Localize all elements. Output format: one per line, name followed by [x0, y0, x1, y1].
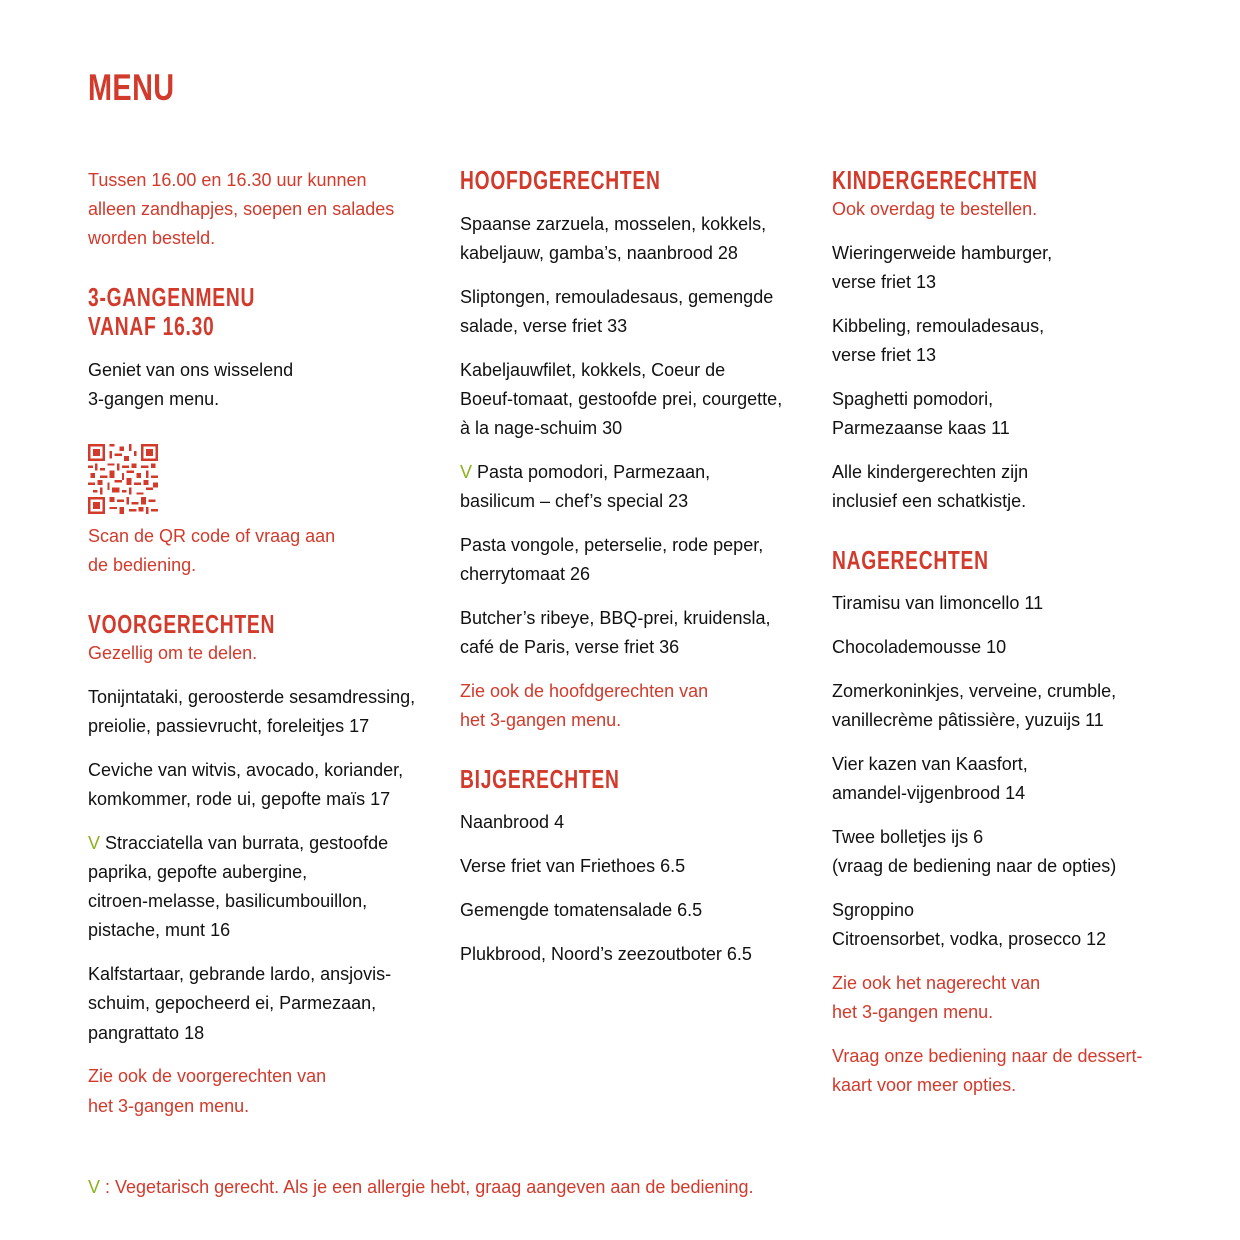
- menu-item: Wieringerweide hamburger, verse friet 13: [832, 243, 1053, 293]
- vegetarian-mark: V: [88, 1177, 101, 1197]
- menu-item-text: Stracciatella van burrata, gestoofde pap…: [88, 832, 389, 941]
- menu-item-text: Tonijntataki, geroosterde sesamdressing,…: [88, 686, 416, 736]
- menu-item: Vier kazen van Kaasfort, amandel-vijgenb…: [832, 753, 1028, 804]
- menu-item: Ceviche van witvis, avocado, koriander, …: [88, 756, 448, 814]
- menu-item: Tiramisu van limoncello 11: [832, 593, 1044, 614]
- menu-item: Naanbrood 4: [460, 812, 565, 833]
- mains-heading: HOOFDGERECHTEN: [460, 165, 661, 195]
- starters-heading: VOORGERECHTEN: [88, 608, 276, 639]
- column-left: Tussen 16.00 en 16.30 uur kunnen alleen …: [88, 166, 448, 1121]
- menu-item-text: Pasta pomodori, Parmezaan, basilicum – c…: [460, 462, 711, 512]
- kids-heading: KINDERGERECHTEN: [832, 165, 1038, 195]
- menu-item: Spaghetti pomodori, Parmezaanse kaas 11: [832, 389, 1010, 439]
- menu-item-text: Pasta vongole, peterselie, rode peper, c…: [460, 535, 764, 585]
- menu-item: Sgroppino Citroensorbet, vodka, prosecco…: [832, 899, 1107, 950]
- menu-item: Butcher’s ribeye, BBQ-prei, kruidensla, …: [460, 604, 820, 662]
- menu-item: Twee bolletjes ijs 6 (vraag de bediening…: [832, 826, 1117, 877]
- column-right: KINDERGERECHTEN Ook overdag te bestellen…: [832, 165, 1212, 1100]
- menu-item-text: Kabeljauwfilet, kokkels, Coeur de Boeuf-…: [460, 359, 783, 439]
- menu-item: Zomerkoninkjes, verveine, crumble, vanil…: [832, 680, 1117, 731]
- menu-item: V Pasta pomodori, Parmezaan, basilicum –…: [460, 458, 820, 516]
- menu-item: Gemengde tomatensalade 6.5: [460, 899, 703, 920]
- menu-item: Plukbrood, Noord’s zeezoutboter 6.5: [460, 943, 752, 964]
- mains-note: Zie ook de hoofdgerechten van het 3-gang…: [460, 681, 709, 731]
- vegetarian-mark: V: [88, 832, 101, 853]
- menu-item-text: Sliptongen, remouladesaus, gemengde sala…: [460, 286, 774, 336]
- kids-subtitle: Ook overdag te bestellen.: [832, 199, 1038, 220]
- vegetarian-legend: V : Vegetarisch gerecht. Als je een alle…: [88, 1173, 754, 1202]
- vegetarian-mark: V: [460, 462, 473, 482]
- menu-item: V Stracciatella van burrata, gestoofde p…: [88, 829, 448, 946]
- menu-item-text: Kalfstartaar, gebrande lardo, ansjovis- …: [88, 964, 392, 1043]
- menu-item-text: Ceviche van witvis, avocado, koriander, …: [88, 759, 404, 809]
- qr-code-icon[interactable]: [88, 444, 158, 515]
- menu-item: Kalfstartaar, gebrande lardo, ansjovis- …: [88, 960, 448, 1048]
- menu-item-text: Butcher’s ribeye, BBQ-prei, kruidensla, …: [460, 608, 771, 658]
- menu-title: MENU: [88, 67, 175, 108]
- menu-item: Sliptongen, remouladesaus, gemengde sala…: [460, 283, 820, 341]
- dessert-card-note: Vraag onze bediening naar de dessert- ka…: [832, 1045, 1143, 1096]
- three-course-text: Geniet van ons wisselend 3-gangen menu.: [88, 359, 294, 409]
- menu-item: Pasta vongole, peterselie, rode peper, c…: [460, 531, 820, 589]
- menu-item: Kibbeling, remouladesaus, verse friet 13: [832, 316, 1045, 366]
- desserts-heading: NAGERECHTEN: [832, 544, 989, 575]
- menu-item-text: Spaanse zarzuela, mosselen, kokkels, kab…: [460, 213, 767, 263]
- menu-item: Chocolademousse 10: [832, 637, 1007, 658]
- kids-note: Alle kindergerechten zijn inclusief een …: [832, 462, 1029, 512]
- menu-item: Verse friet van Friethoes 6.5: [460, 856, 686, 877]
- legend-text: : Vegetarisch gerecht. Als je een allerg…: [100, 1177, 754, 1197]
- menu-item: Kabeljauwfilet, kokkels, Coeur de Boeuf-…: [460, 356, 820, 444]
- column-middle: HOOFDGERECHTEN Spaanse zarzuela, mossele…: [460, 165, 820, 969]
- menu-item: Spaanse zarzuela, mosselen, kokkels, kab…: [460, 210, 820, 268]
- desserts-note: Zie ook het nagerecht van het 3-gangen m…: [832, 972, 1041, 1023]
- opening-hours-note: Tussen 16.00 en 16.30 uur kunnen alleen …: [88, 170, 395, 249]
- menu-item: Tonijntataki, geroosterde sesamdressing,…: [88, 683, 448, 741]
- qr-caption: Scan de QR code of vraag aan de bedienin…: [88, 526, 336, 576]
- starters-subtitle: Gezellig om te delen.: [88, 643, 258, 663]
- sides-heading: BIJGERECHTEN: [460, 763, 620, 794]
- three-course-heading: 3-GANGENMENU VANAF 16.30: [88, 281, 256, 341]
- starters-note: Zie ook de voorgerechten van het 3-gange…: [88, 1066, 327, 1116]
